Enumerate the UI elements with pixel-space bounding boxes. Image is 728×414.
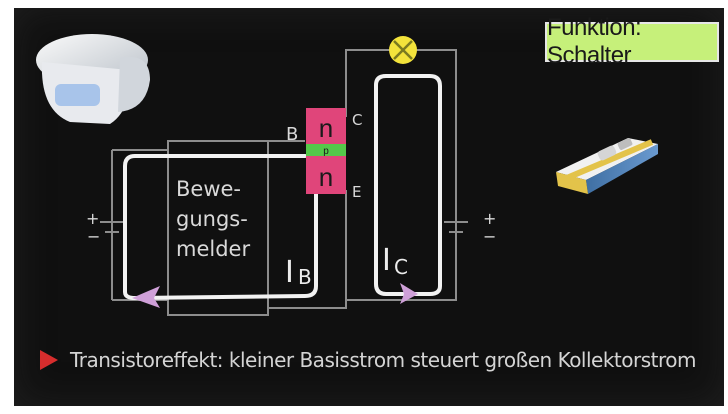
lamp-icon [389, 36, 417, 64]
right-battery-plus: + [483, 209, 496, 228]
collector-current-subscript: C [394, 255, 408, 279]
motion-sensor-icon [36, 34, 150, 124]
sensor-label-line-3: melder [176, 237, 250, 261]
emitter-label: E [352, 183, 361, 201]
circuit-wires [100, 49, 468, 316]
vacuum-nozzle-icon [556, 138, 658, 194]
collector-label: C [352, 111, 362, 129]
emitter-n-layer [306, 156, 346, 194]
bottom-layer-label: n [319, 162, 333, 192]
middle-layer-label: p [323, 146, 329, 157]
base-current-arrow [132, 286, 160, 308]
top-layer-label: n [319, 113, 333, 143]
transistor: n p n [306, 108, 346, 194]
caption-arrow-icon [40, 350, 58, 370]
left-battery-minus: − [87, 227, 100, 246]
sensor-label-line-1: Bewe- [176, 177, 241, 201]
function-badge: Funktion: Schalter [545, 14, 719, 69]
base-current-subscript: B [298, 265, 312, 289]
current-arrows [132, 283, 418, 308]
base-current-symbol: I [285, 255, 294, 290]
base-label: B [286, 124, 298, 145]
current-paths [123, 74, 442, 301]
collector-current-symbol: I [382, 243, 391, 278]
right-battery-minus: − [483, 227, 496, 246]
collector-n-layer [306, 108, 346, 144]
left-battery-plus: + [86, 209, 99, 228]
collector-current-arrow [400, 283, 418, 304]
caption-text: Transistoreffekt: kleiner Basisstrom ste… [70, 348, 697, 372]
base-p-layer [306, 144, 346, 156]
transistor-effect-caption: Transistoreffekt: kleiner Basisstrom ste… [40, 344, 724, 376]
sensor-label-line-2: gungs- [176, 207, 248, 231]
